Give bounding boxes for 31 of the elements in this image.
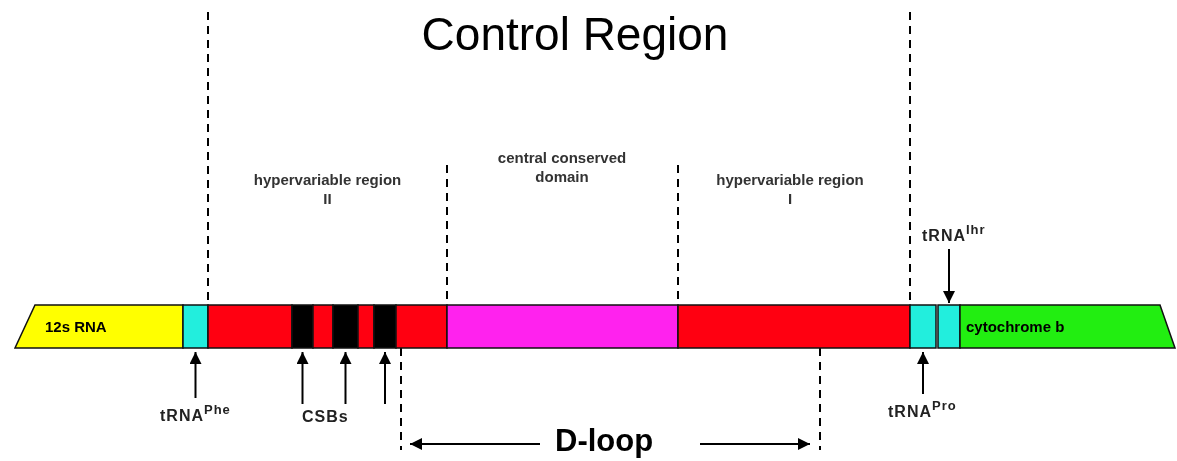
leader-arrow — [339, 351, 352, 405]
region-segment — [333, 305, 358, 348]
gene-label: tRNA$^{Pro}$ — [888, 398, 957, 421]
region-segment — [208, 305, 292, 348]
region-label: central conserved domain — [497, 148, 627, 186]
gene-segment — [960, 305, 1175, 348]
gene-label: tRNA$^{Ihr}$ — [922, 222, 986, 245]
leader-arrow — [189, 351, 202, 399]
region-segment — [292, 305, 313, 348]
leader-arrow — [296, 351, 309, 405]
region-segment — [910, 305, 936, 348]
region-segment — [313, 305, 333, 348]
leader-arrow — [379, 351, 391, 405]
gene-segment — [15, 305, 183, 348]
region-label: hypervariable region II — [252, 170, 403, 208]
region-segment — [183, 305, 208, 348]
leader-arrow — [917, 351, 929, 395]
region-segment — [938, 305, 960, 348]
region-segment — [447, 305, 678, 348]
region-segment — [374, 305, 396, 348]
title: Control Region — [420, 8, 730, 60]
segment-label: 12s RNA — [45, 317, 107, 337]
region-segment — [396, 305, 447, 348]
gene-label: CSBs — [302, 408, 349, 426]
gene-label: tRNA$^{Phe}$ — [160, 402, 231, 425]
leader-arrow — [943, 248, 955, 304]
span-label: D-loop — [555, 423, 654, 459]
segment-label: cytochrome b — [966, 317, 1065, 337]
region-segment — [358, 305, 374, 348]
region-label: hypervariable region I — [715, 170, 865, 208]
region-segment — [678, 305, 910, 348]
